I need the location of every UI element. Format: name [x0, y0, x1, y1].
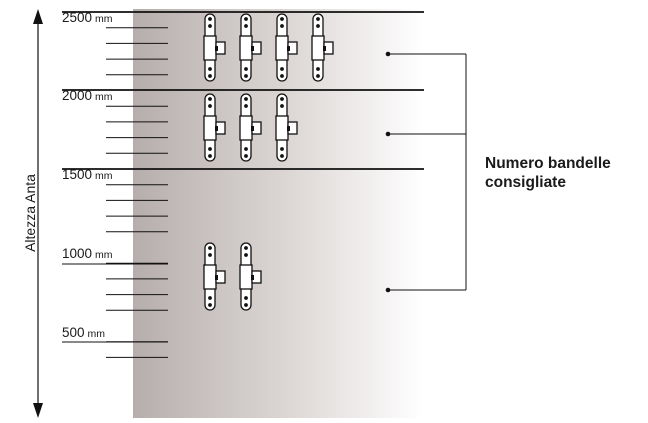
- tick-value: 2000: [62, 88, 93, 103]
- tick-value: 500: [62, 325, 85, 340]
- tick-value: 1000: [62, 246, 93, 261]
- hinge-icons: [203, 13, 334, 311]
- hinge-icon: [203, 242, 226, 311]
- tick-unit: mm: [95, 91, 113, 103]
- legend-bracket: [385, 51, 467, 293]
- tick-value: 2500: [62, 10, 93, 25]
- legend-line-2: consigliate: [485, 174, 566, 191]
- hinge-icon: [239, 242, 262, 311]
- hinge-icon: [239, 13, 262, 82]
- section-lines: [62, 11, 424, 343]
- tick-unit: mm: [87, 328, 106, 340]
- height-axis: [33, 9, 43, 418]
- tick-unit: mm: [95, 13, 113, 25]
- hinge-icon: [203, 93, 226, 162]
- axis-title: Altezza Anta: [22, 174, 38, 252]
- hinge-icon: [239, 93, 262, 162]
- legend-label: Numero bandelle consigliate: [485, 154, 611, 192]
- tick-unit: mm: [95, 249, 113, 261]
- hinge-icon: [275, 93, 298, 162]
- tick-value: 1500: [62, 167, 93, 182]
- hinge-icon: [275, 13, 298, 82]
- hinge-icon: [311, 13, 334, 82]
- tick-unit: mm: [95, 170, 113, 182]
- axis-arrow-up-icon: [33, 9, 43, 24]
- axis-arrow-down-icon: [33, 403, 43, 418]
- hinge-icon: [203, 13, 226, 82]
- legend-line-1: Numero bandelle: [485, 155, 611, 172]
